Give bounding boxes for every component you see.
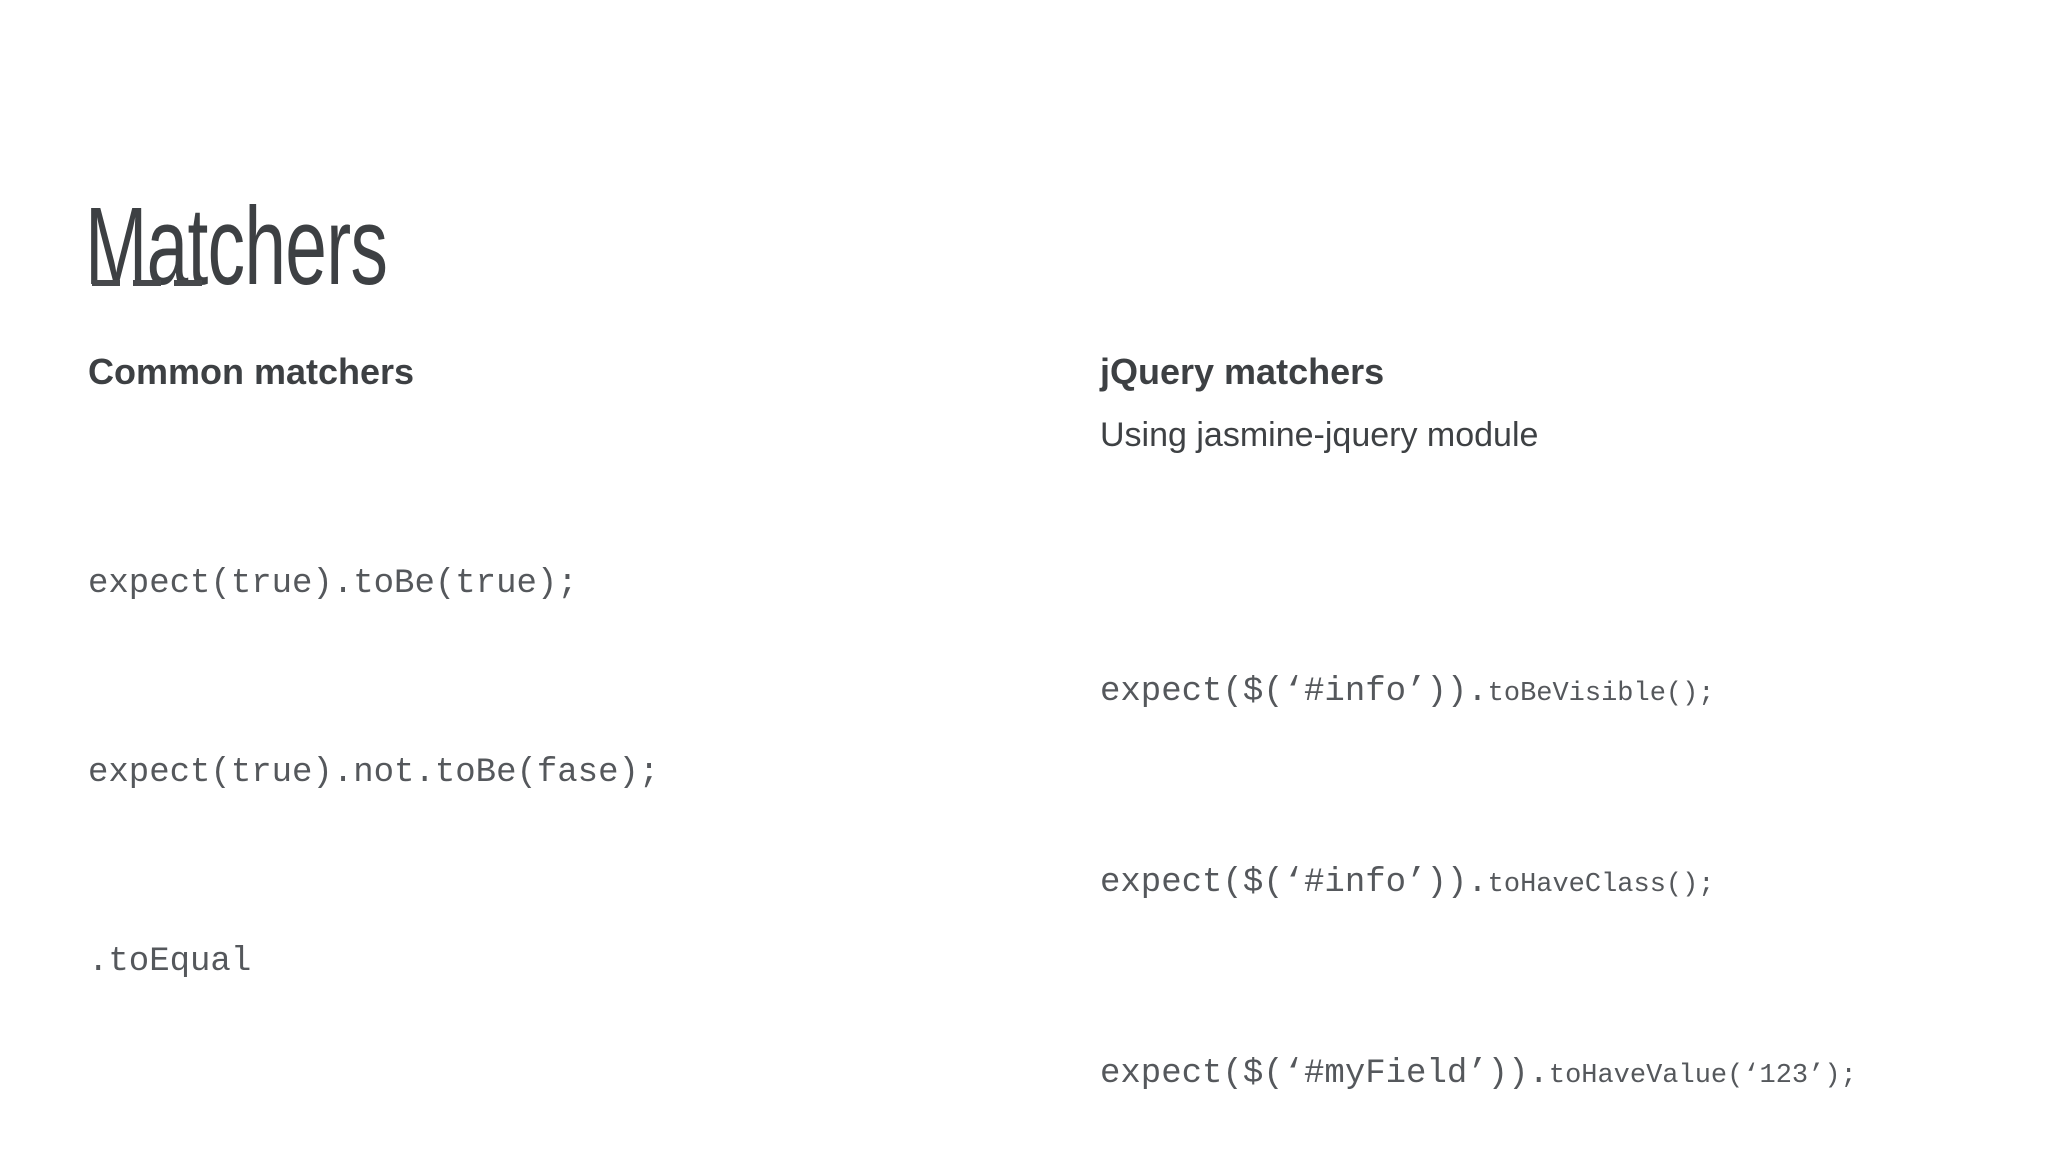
code-matcher: toHaveClass(); [1487,870,1715,900]
common-matchers-heading: Common matchers [88,351,415,392]
title-divider [92,280,202,286]
common-matchers-code: expect(true).toBe(true); expect(true).no… [88,427,659,1152]
code-line: expect(true).toBe(true); [88,565,578,603]
slide-title-text: Matchers [85,184,388,308]
divider-dash [174,280,202,286]
code-line: expect($(‘#info’)).toBeVisible(); [1100,661,1857,726]
code-line: ... [88,1132,150,1152]
jquery-module-note: Using jasmine-jquery module [1100,416,1539,454]
code-line: expect(true).not.toBe(fase); [88,754,660,792]
code-expression: expect($(‘#myField’)). [1100,1055,1549,1093]
code-line: expect($(‘#info’)).toHaveClass(); [1100,852,1857,917]
divider-dash [133,280,161,286]
jquery-matchers-heading: jQuery matchers [1100,351,1385,392]
code-line: .toEqual [88,943,252,981]
code-line: expect($(‘#myField’)).toHaveValue(‘123’)… [1100,1043,1857,1108]
slide-title: Matchers [85,184,529,311]
divider-dash [92,280,120,286]
code-expression: expect($(‘#info’)). [1100,673,1488,711]
code-expression: expect($(‘#info’)). [1100,864,1488,902]
code-matcher: toHaveValue(‘123’); [1548,1061,1857,1091]
code-matcher: toBeVisible(); [1487,679,1715,709]
jquery-matchers-code: expect($(‘#info’)).toBeVisible(); expect… [1100,535,1857,1152]
